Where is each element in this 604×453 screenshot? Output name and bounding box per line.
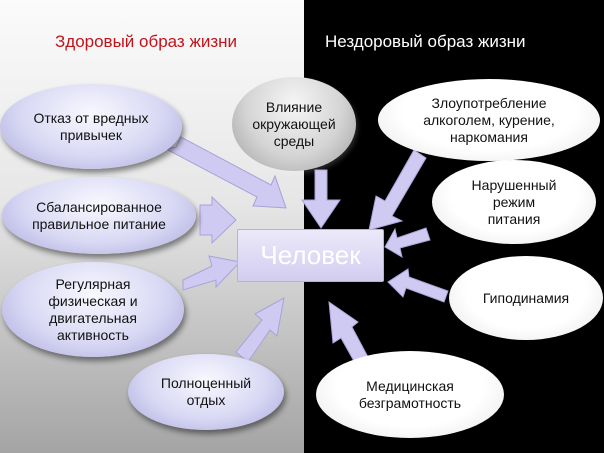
unhealthy-heading: Нездоровый образ жизни [325, 32, 526, 51]
factor-balanced-nutrition: Сбалансированное правильное питание [2, 177, 196, 254]
arrow-from-rest [235, 297, 285, 363]
center-human-box: Человек [237, 229, 384, 282]
healthy-heading: Здоровый образ жизни [55, 32, 237, 51]
arrow-from-habits [164, 136, 287, 209]
factor-addiction: Злоупотребление алкоголем, курение, нарк… [378, 79, 600, 161]
factor-quit-bad-habits: Отказ от вредных привычек [0, 84, 182, 169]
factor-hypodynamia: Гиподинамия [449, 256, 603, 340]
factor-broken-diet: Нарушенный режим питания [432, 160, 596, 244]
factor-environment: Влияние окружающей среды [232, 77, 356, 171]
arrow-from-diet [384, 227, 431, 259]
arrow-from-environment [301, 169, 341, 229]
arrow-from-nutrition [199, 195, 237, 245]
center-label: Человек [260, 240, 361, 270]
factor-medical-illiteracy: Медицинская безграмотность [316, 351, 504, 438]
arrow-from-addiction [368, 149, 427, 231]
arrow-from-hypodynamia [387, 268, 449, 303]
factor-full-rest: Полноценный отдых [128, 354, 284, 430]
arrow-from-activity [182, 255, 241, 291]
factor-physical-activity: Регулярная физическая и двигательная акт… [2, 262, 184, 357]
